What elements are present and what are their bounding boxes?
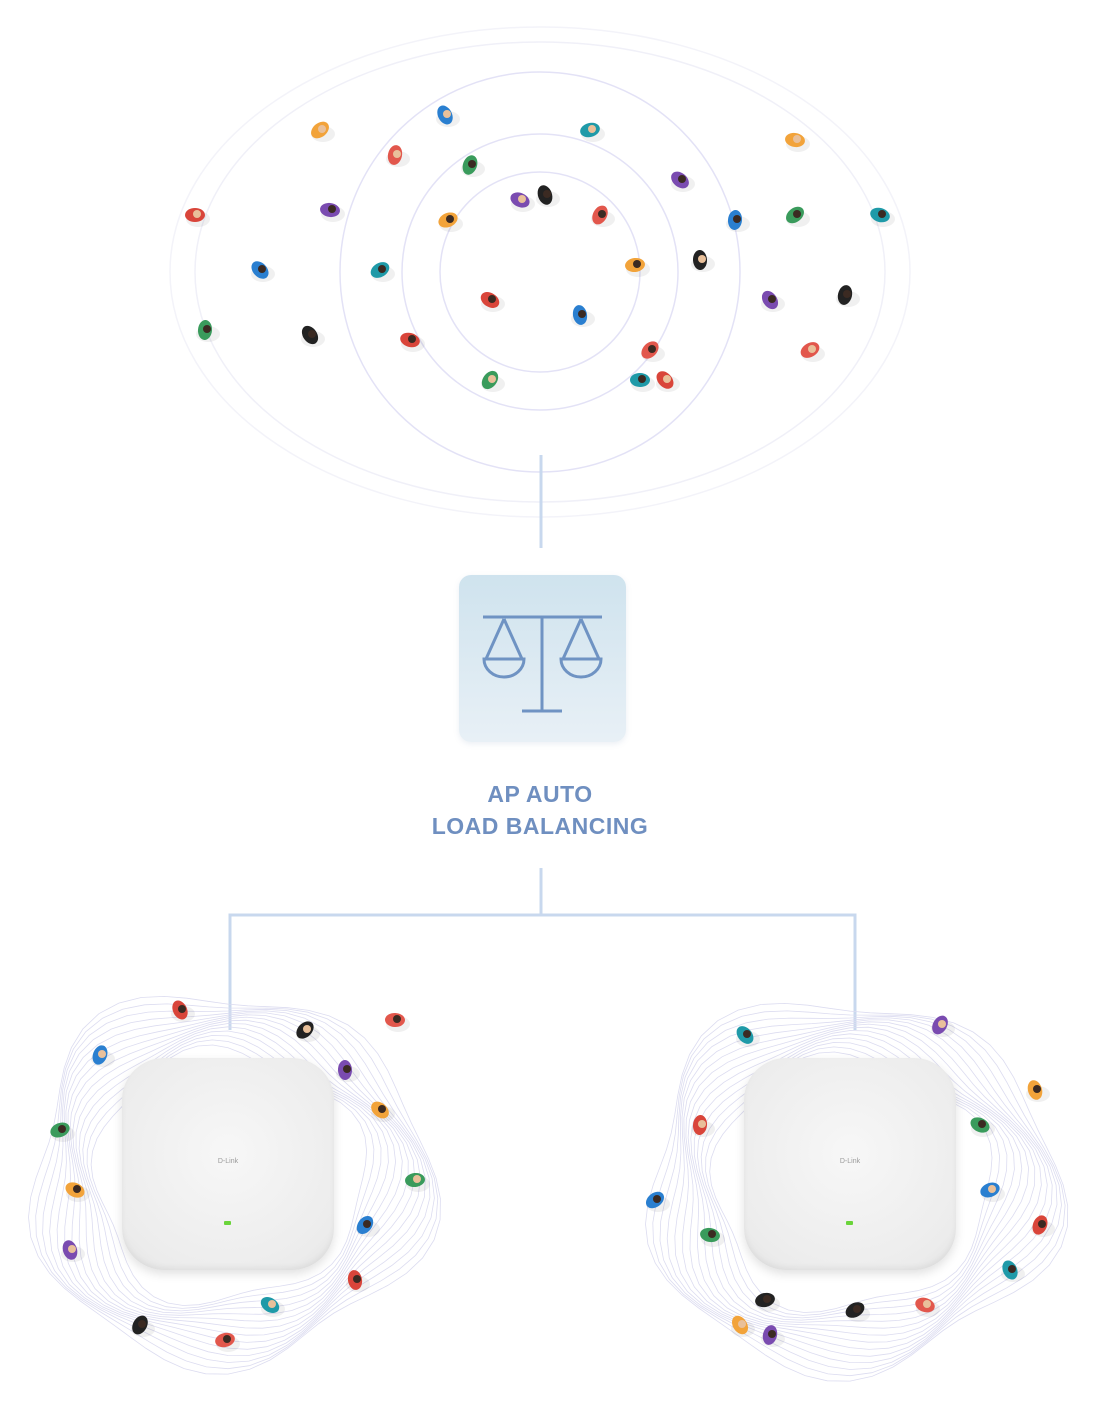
connector-lines [228, 455, 857, 1030]
coverage-contour [687, 1026, 1036, 1336]
diagram-title: AP AUTO LOAD BALANCING [340, 778, 740, 842]
coverage-contour [666, 1017, 1058, 1364]
person-figure [260, 1296, 285, 1317]
title-line-1: AP AUTO [487, 781, 593, 807]
person-figure [671, 171, 695, 192]
person-figure [755, 1292, 780, 1312]
person-figure [691, 250, 715, 272]
person-figure [510, 192, 535, 212]
person-figure [1026, 1080, 1050, 1102]
person-figure [630, 372, 655, 392]
person-figure [185, 208, 210, 227]
person-figure [761, 1325, 785, 1347]
person-figure [346, 1270, 370, 1292]
person-figure [1001, 1260, 1025, 1282]
person-figure [980, 1182, 1005, 1202]
coverage-contour [645, 1002, 1069, 1382]
coverage-contour [685, 1023, 1042, 1343]
person-figure [645, 1191, 670, 1212]
person-figure [131, 1315, 155, 1337]
person-figure [761, 290, 785, 312]
coverage-contour [659, 1015, 1062, 1370]
balance-scale-icon [482, 615, 603, 713]
person-figure [931, 1015, 955, 1037]
coverage-contour [72, 1023, 403, 1322]
coverage-contour [67, 1016, 416, 1336]
person-figure [371, 1101, 395, 1122]
coverage-contour [674, 1019, 1053, 1357]
person-figure [970, 1117, 995, 1137]
ap-brand-label: D-Link [217, 1158, 239, 1165]
coverage-contour [682, 1021, 1048, 1350]
person-figure [580, 122, 605, 142]
access-point-right: D-Link [744, 1058, 956, 1270]
person-figure [91, 1045, 115, 1067]
person-figure [251, 261, 275, 282]
title-line-2: LOAD BALANCING [431, 813, 649, 839]
person-figure [480, 292, 505, 312]
person-figure [785, 132, 810, 152]
person-figure [691, 1115, 715, 1137]
person-figure [356, 1215, 380, 1237]
person-figure [700, 1227, 725, 1247]
person-figure [656, 371, 680, 392]
person-figure [726, 210, 750, 232]
person-figure [385, 1012, 410, 1032]
person-figure [171, 1000, 195, 1022]
ap-status-led [846, 1221, 853, 1225]
coverage-contour [64, 1014, 421, 1343]
person-figure [65, 1182, 90, 1202]
person-figure [625, 257, 650, 277]
coverage-contour [69, 1019, 409, 1329]
person-figure [591, 205, 615, 227]
person-figure [296, 1021, 320, 1042]
person-figure [786, 206, 810, 227]
person-figure [571, 305, 595, 327]
signal-rings [169, 26, 911, 518]
person-figure [215, 1332, 240, 1352]
crowd [50, 105, 1055, 1352]
ap-brand-label: D-Link [839, 1158, 861, 1165]
person-figure [336, 1060, 360, 1082]
person-figure [800, 342, 825, 362]
person-figure [386, 145, 410, 167]
person-figure [436, 105, 460, 127]
person-figure [301, 325, 325, 347]
load-balancing-icon-box [459, 575, 626, 742]
coverage-contour [35, 1003, 439, 1370]
access-point-left: D-Link [122, 1058, 334, 1270]
person-figure [641, 341, 665, 362]
person-figure [836, 285, 860, 307]
person-figure [370, 262, 395, 282]
person-figure [50, 1122, 75, 1142]
coverage-contour [49, 1010, 431, 1357]
coverage-contour [42, 1008, 435, 1363]
ap-status-led [224, 1221, 231, 1225]
person-figure [61, 1240, 85, 1262]
person-figure [438, 212, 463, 232]
coverage-areas [28, 995, 1069, 1382]
person-figure [845, 1302, 870, 1322]
person-figure [320, 202, 345, 222]
person-figure [311, 121, 335, 142]
person-figure [731, 1315, 755, 1337]
person-figure [915, 1297, 940, 1317]
coverage-contour [28, 995, 441, 1375]
person-figure [481, 370, 505, 392]
person-figure [870, 207, 895, 227]
person-figure [736, 1026, 760, 1047]
person-figure [405, 1172, 430, 1192]
coverage-contour [56, 1012, 426, 1350]
person-figure [1031, 1215, 1055, 1237]
person-figure [196, 320, 220, 342]
person-figure [461, 155, 485, 177]
person-figure [400, 332, 425, 352]
coverage-contour [652, 1010, 1066, 1377]
person-figure [536, 185, 560, 207]
